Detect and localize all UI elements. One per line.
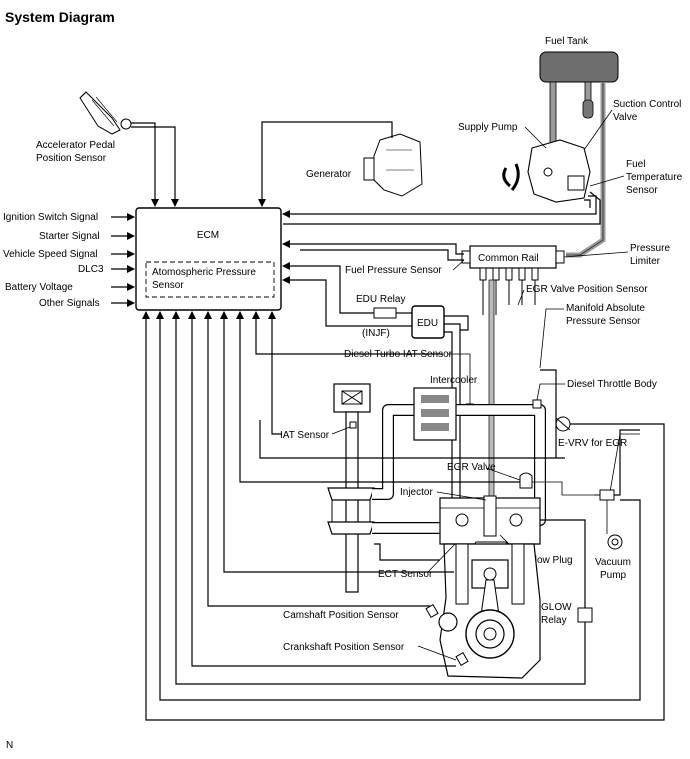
iat-sensor-label: IAT Sensor [280,430,330,441]
egr-system: E-VRV for EGR EGR Valve Vacuum Pump [447,429,640,581]
fuel-temp-label-1: Fuel [626,159,645,170]
glow-relay: GLOW Relay [540,519,593,626]
edu-relay-label: EDU Relay [356,294,405,305]
engine: Injector Glow Plug [400,487,573,679]
injector-label: Injector [400,487,433,498]
map-sensor: Manifold Absolute Pressure Sensor [539,303,645,369]
ecm-bottom-wires [142,311,665,721]
input-battery-voltage: Battery Voltage [5,282,73,293]
atmospheric-sensor-label-1: Atomospheric Pressure [152,267,256,278]
evrv-label: E-VRV for EGR [558,438,627,449]
accelerator-pedal-sensor: Accelerator Pedal Position Sensor [36,91,179,207]
pressure-limiter-label-1: Pressure [630,243,670,254]
pressure-limiter-label-2: Limiter [630,256,661,267]
map-sensor-label-2: Pressure Sensor [566,316,641,327]
fuel-pressure-sensor-label: Fuel Pressure Sensor [345,265,442,276]
fuel-tank: Fuel Tank [539,36,619,83]
atmospheric-sensor-label-2: Sensor [152,280,184,291]
injf-label: (INJF) [362,328,390,339]
vacuum-pump-label-2: Pump [600,570,627,581]
left-inputs: Ignition Switch Signal Starter Signal Ve… [3,212,135,309]
edu-unit: EDU Relay EDU (INJF) [282,262,469,500]
map-sensor-label-1: Manifold Absolute [566,303,645,314]
accel-sensor-label-1: Accelerator Pedal [36,140,115,151]
ecm-label: ECM [197,230,219,241]
glow-relay-label-1: GLOW [541,602,572,613]
egr-valve-label: EGR Valve [447,462,496,473]
iat-sensor: IAT Sensor [280,426,351,441]
fuel-lines [549,81,606,258]
corner-mark: N [6,740,14,751]
generator: Generator [258,121,423,207]
supply-pump: Supply Pump Suction Control Valve Fuel T… [282,99,683,225]
accel-sensor-label-2: Position Sensor [36,153,107,164]
suction-valve-label-1: Suction Control [613,99,681,110]
generator-label: Generator [306,169,352,180]
egr-valve-position-label: EGR Valve Position Sensor [526,284,648,295]
common-rail-label: Common Rail [478,253,539,264]
edu-label: EDU [417,318,438,329]
page-title: System Diagram [5,9,115,25]
fuel-tank-label: Fuel Tank [545,36,589,47]
ect-sensor-label: ECT Sensor [378,569,433,580]
camshaft-sensor-label: Camshaft Position Sensor [283,610,399,621]
egr-valve-position-sensor: EGR Valve Position Sensor [517,284,648,306]
ecm-box: ECM Atomospheric Pressure Sensor [135,207,282,311]
glow-relay-label-2: Relay [541,615,567,626]
fuel-temp-label-3: Sensor [626,185,658,196]
crankshaft-sensor-label: Crankshaft Position Sensor [283,642,405,653]
glow-plug-label: Glow Plug [527,555,573,566]
intercooler-label: Intercooler [430,375,478,386]
intake-piping: Intercooler Diesel Throttle Body [327,375,657,593]
input-dlc3: DLC3 [78,264,104,275]
supply-pump-label: Supply Pump [458,122,518,133]
common-rail: Common Rail Pressure Limiter Fuel Pressu… [282,240,670,501]
input-starter: Starter Signal [39,231,100,242]
input-vehicle-speed: Vehicle Speed Signal [3,249,98,260]
input-other-signals: Other Signals [39,298,100,309]
vacuum-pump-label-1: Vacuum [595,557,631,568]
diesel-throttle-label: Diesel Throttle Body [567,379,657,390]
fuel-temp-label-2: Temperature [626,172,683,183]
input-ignition-switch: Ignition Switch Signal [3,212,98,223]
suction-valve-label-2: Valve [613,112,638,123]
